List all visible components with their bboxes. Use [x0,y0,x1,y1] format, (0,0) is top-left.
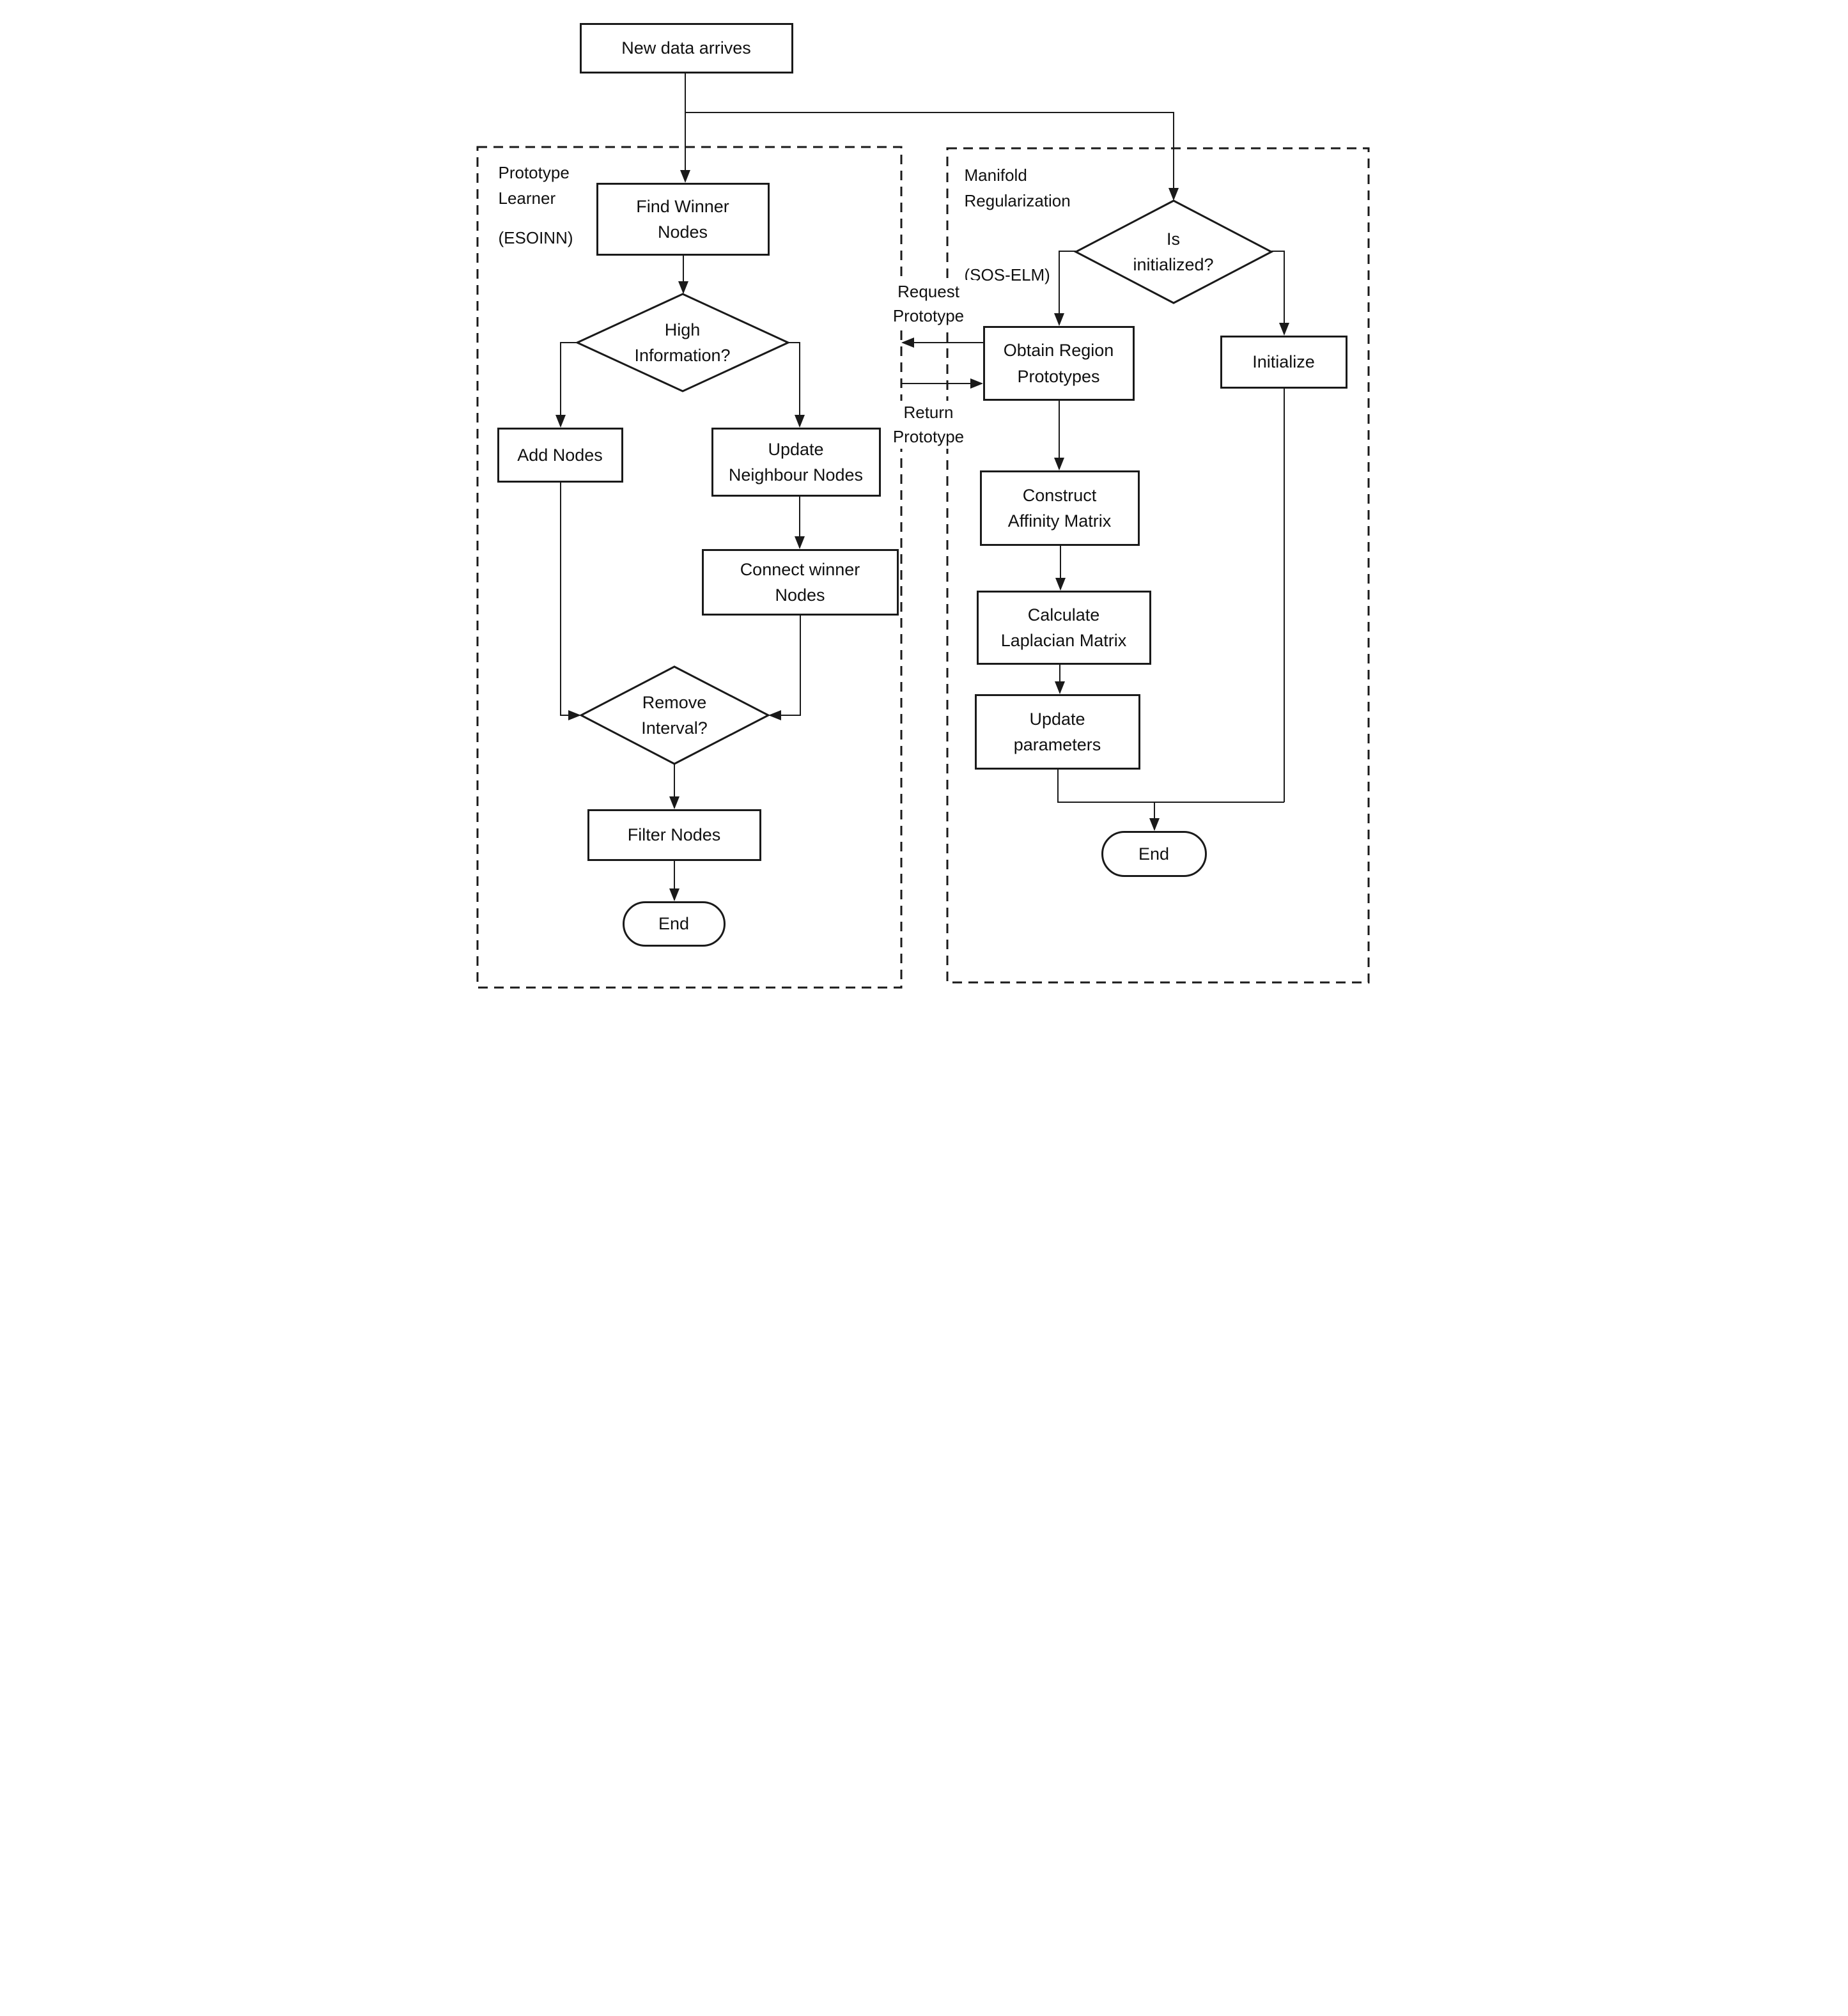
arrow-isinitialized-to-obtainregion [1053,251,1076,326]
flowchart-canvas: Prototype Learner (ESOINN) Manifold Regu… [462,0,1386,1008]
node-construct-affinity-matrix: Construct Affinity Matrix [979,470,1140,546]
node-add-nodes: Add Nodes [497,428,623,483]
request-prototype-label: Request Prototype [880,280,977,329]
arrow-addnodes-to-removeinterval [559,483,581,720]
left-group-subtitle: (ESOINN) [498,228,573,247]
node-obtain-region-prototypes: Obtain Region Prototypes [982,326,1135,401]
node-update-parameters: Update parameters [974,694,1140,770]
node-calculate-laplacian-matrix: Calculate Laplacian Matrix [976,591,1151,665]
node-end-right: End [1101,831,1207,877]
prototype-learner-group-border [476,146,902,989]
arrow-highinfo-to-addnodes [555,342,578,428]
node-update-neighbour-nodes: Update Neighbour Nodes [711,428,881,497]
diamond-is-initialized [1073,199,1273,304]
arrow-newdata-to-isinitialized [685,112,1179,201]
arrow-connectwinner-to-removeinterval [768,616,801,720]
manifold-regularization-group-border [946,147,1369,984]
diamond-high-information [574,293,791,392]
arrow-highinfo-to-updateneighbour [788,342,805,428]
flow-connectors [555,74,1289,901]
right-group-title: Manifold Regularization [964,166,1071,211]
return-prototype-label: Return Prototype [880,401,977,449]
node-find-winner-nodes: Find Winner Nodes [596,183,770,256]
diamond-remove-interval [578,665,770,765]
node-filter-nodes: Filter Nodes [587,809,761,861]
node-end-left: End [622,901,726,947]
node-connect-winner-nodes: Connect winner Nodes [701,549,899,616]
arrow-isinitialized-to-initialize [1271,251,1289,336]
flowchart-vector-layer [476,74,1369,989]
line-updateparameters-merge [1057,770,1284,803]
node-initialize: Initialize [1220,336,1347,389]
left-group-title: Prototype Learner [498,163,570,208]
right-group-subtitle: (SOS-ELM) [964,265,1050,284]
node-new-data-arrives: New data arrives [579,23,793,74]
